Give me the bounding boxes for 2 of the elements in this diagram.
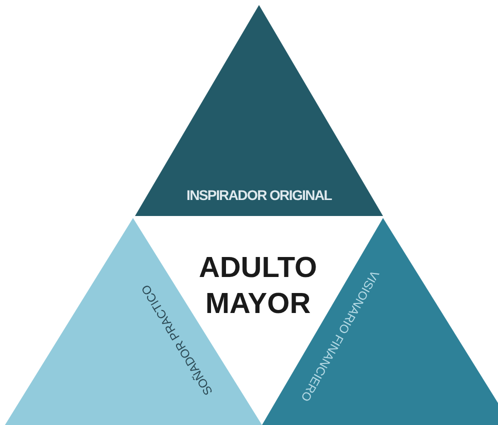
triangle-label: INSPIRADOR ORIGINAL bbox=[186, 187, 332, 203]
center-title: ADULTO MAYOR bbox=[198, 251, 318, 322]
